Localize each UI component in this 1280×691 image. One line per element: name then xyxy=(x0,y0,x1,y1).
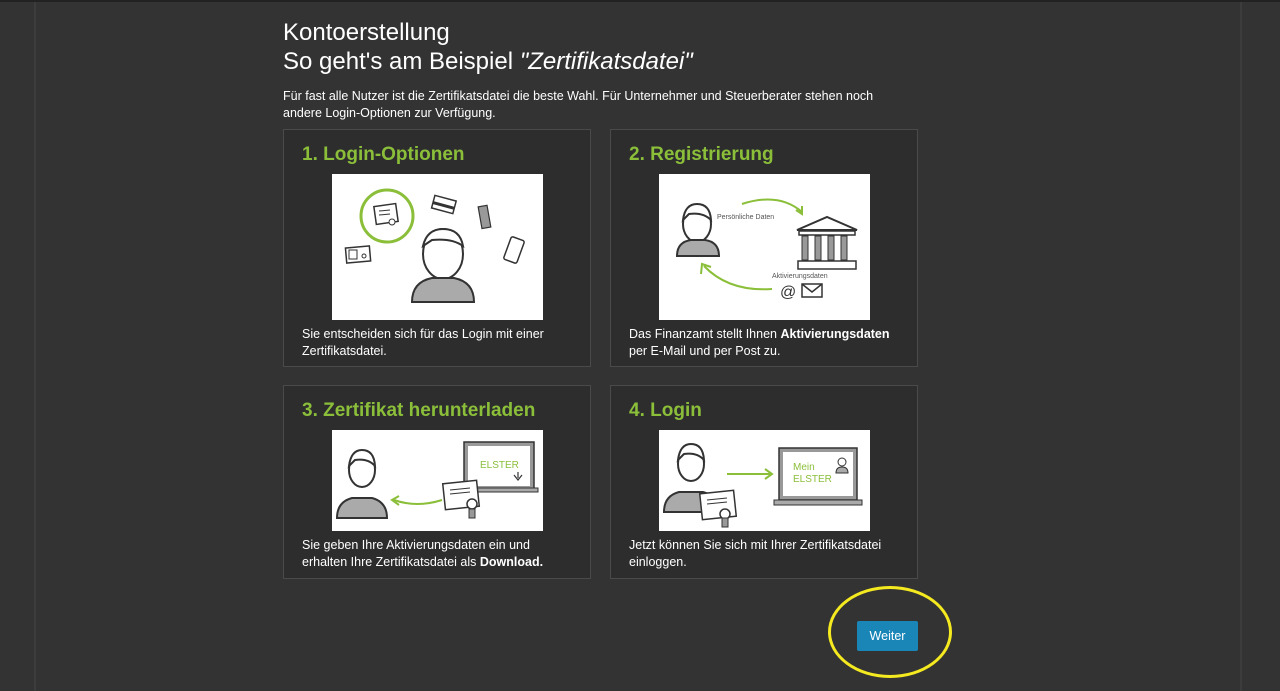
step-description: Sie geben Ihre Aktivierungsdaten ein und… xyxy=(302,538,544,569)
login-options-illustration xyxy=(331,174,543,320)
step-card-registration: 2. Registrierung Persönliche Daten Aktiv… xyxy=(610,129,918,367)
title-line-1: Kontoerstellung xyxy=(283,19,450,46)
step-card-login: 4. Login Mein ELSTER Jetzt können Sie si… xyxy=(610,385,918,579)
svg-text:Mein: Mein xyxy=(793,462,815,473)
svg-text:ELSTER: ELSTER xyxy=(793,474,832,485)
step-card-download-certificate: 3. Zertifikat herunterladen ELSTER Sie g… xyxy=(283,385,591,579)
left-divider xyxy=(34,2,36,691)
step-title: 4. Login xyxy=(629,400,702,421)
registration-illustration: Persönliche Daten Aktivierungsdaten @ xyxy=(658,174,870,320)
svg-text:@: @ xyxy=(780,284,796,301)
intro-text: Für fast alle Nutzer ist die Zertifikats… xyxy=(283,89,874,120)
svg-text:ELSTER: ELSTER xyxy=(480,460,519,471)
step-description: Das Finanzamt stellt Ihnen Aktivierungsd… xyxy=(629,327,890,358)
step-description: Jetzt können Sie sich mit Ihrer Zertifik… xyxy=(629,538,882,569)
right-divider xyxy=(1240,2,1242,691)
svg-text:Persönliche Daten: Persönliche Daten xyxy=(717,214,774,221)
svg-text:Aktivierungsdaten: Aktivierungsdaten xyxy=(772,273,828,280)
login-illustration: Mein ELSTER xyxy=(658,430,870,531)
top-bar xyxy=(0,0,1280,2)
title-emphasis: "Zertifikatsdatei" xyxy=(519,48,693,75)
step-title: 3. Zertifikat herunterladen xyxy=(302,400,536,421)
next-button[interactable]: Weiter xyxy=(857,621,918,651)
page-title: Kontoerstellung So geht's am Beispiel "Z… xyxy=(283,18,923,76)
title-line-2: So geht's am Beispiel xyxy=(283,48,520,75)
step-description: Sie entscheiden sich für das Login mit e… xyxy=(302,327,544,358)
step-title: 1. Login-Optionen xyxy=(302,144,465,165)
step-title: 2. Registrierung xyxy=(629,144,774,165)
download-certificate-illustration: ELSTER xyxy=(331,430,543,531)
step-card-login-options: 1. Login-Optionen Sie entscheiden sich f… xyxy=(283,129,591,367)
main-content: Kontoerstellung So geht's am Beispiel "Z… xyxy=(283,18,923,122)
